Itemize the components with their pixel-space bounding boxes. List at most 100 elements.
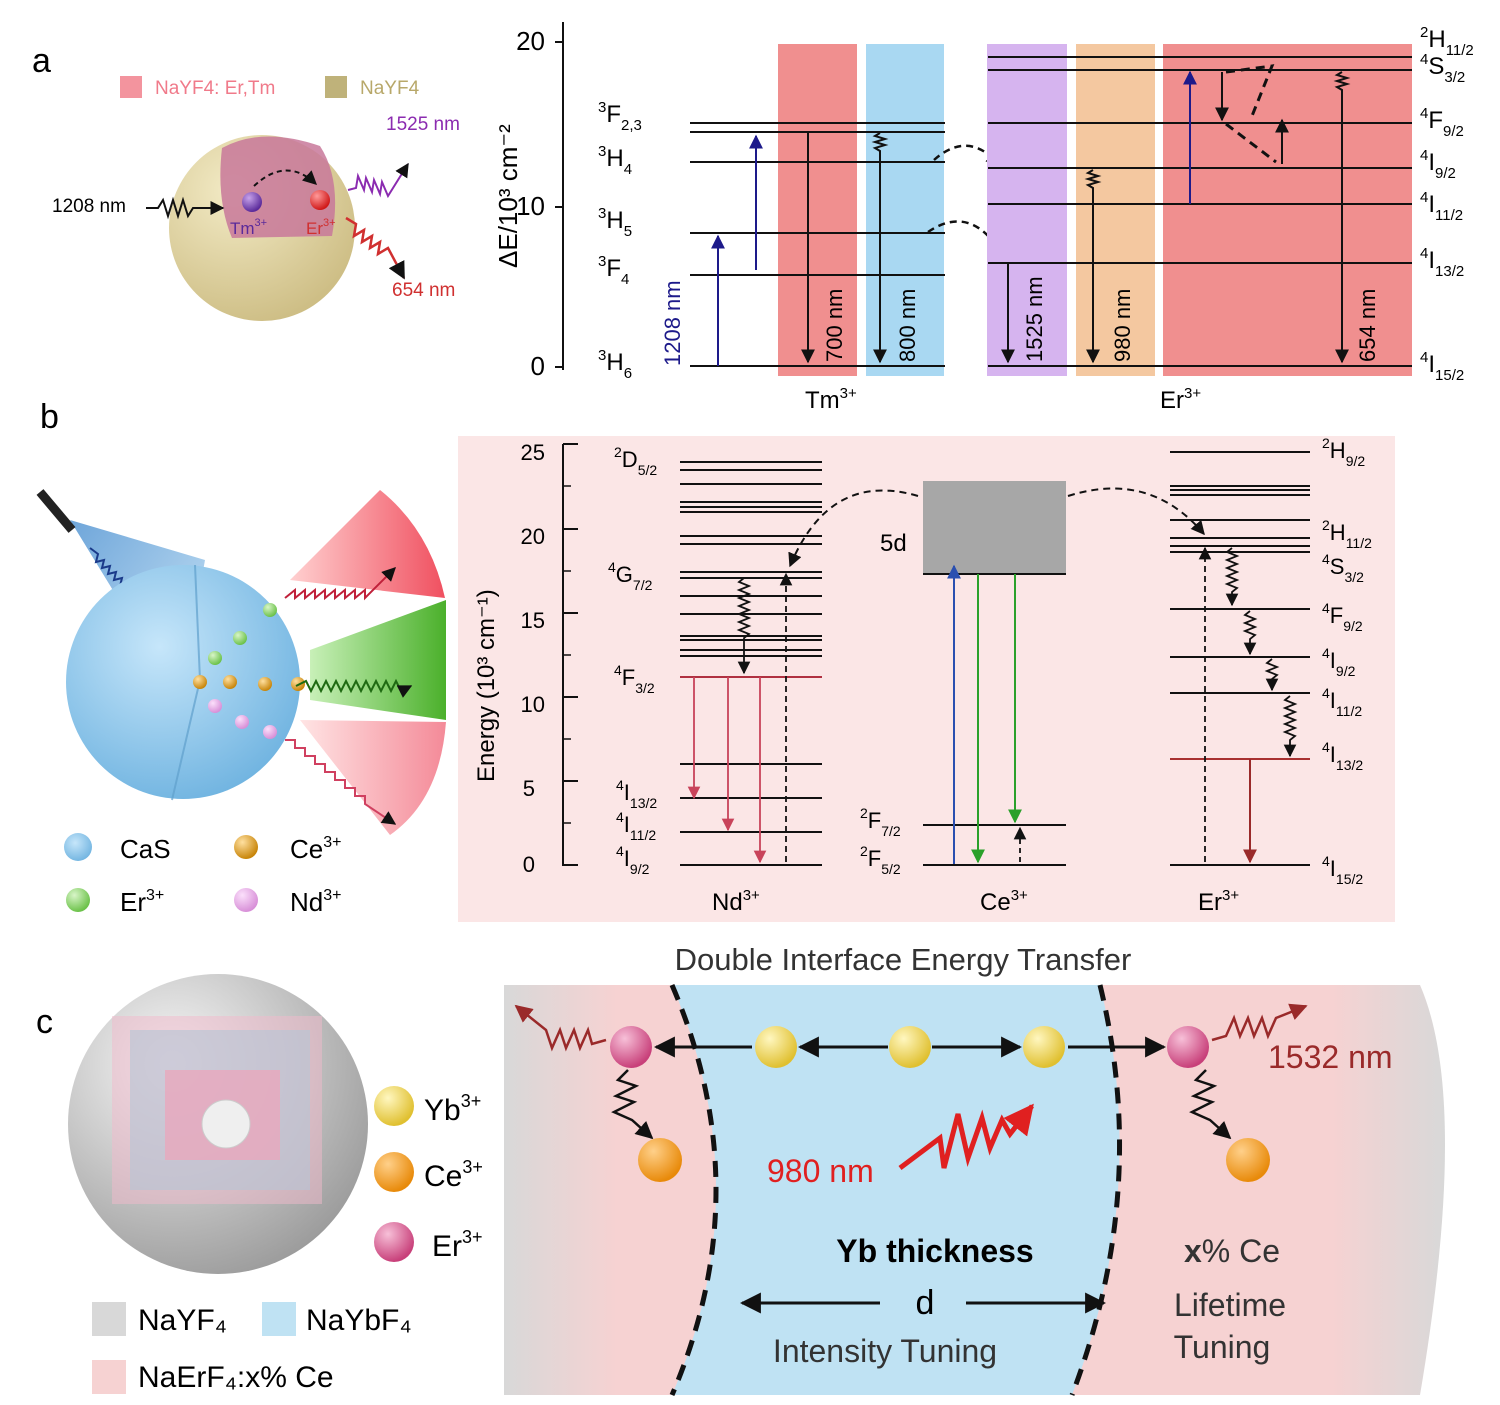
tm-pump-label: 1208 nm xyxy=(660,280,685,366)
tm-emission-800-label: 800 nm xyxy=(895,289,920,362)
cas-sphere xyxy=(66,565,300,799)
legend-ce-label: Ce3+ xyxy=(290,834,342,864)
interface-left xyxy=(669,984,719,1396)
panel-c: c Yb3+ Ce3+ Er3+ NaYF₄ NaYbF₄ NaErF₄:x% … xyxy=(36,942,1445,1396)
red-emission-wave xyxy=(284,567,396,601)
tm-level-3h4: 3H4 xyxy=(598,143,632,178)
tm-level-3f4: 3F4 xyxy=(598,253,629,288)
axis-a-tick-0: 0 xyxy=(531,351,545,381)
er-band-1525 xyxy=(987,44,1067,376)
er-level-4f92: 4F9/2 xyxy=(1420,105,1464,140)
panel-b-letter: b xyxy=(40,398,59,436)
nd-level-4f32: 4F3/2 xyxy=(614,662,655,696)
nd-level-2d52: 2D5/2 xyxy=(614,444,657,478)
tm-band-700 xyxy=(778,44,857,376)
axis-a-label: ΔE/10³ cm⁻² xyxy=(493,124,523,268)
er-ion-label-a: Er3+ xyxy=(1160,385,1201,414)
er-level-labels: 2H11/2 4S3/2 4F9/2 4I9/2 4I11/2 4I13/2 4… xyxy=(1420,24,1474,384)
tm-level-3h5: 3H5 xyxy=(598,205,632,240)
emission-left-wave xyxy=(514,1004,607,1052)
tm-level-3f23: 3F2,3 xyxy=(598,99,642,134)
ion-chain xyxy=(193,603,305,739)
er-b-relax-2 xyxy=(1242,610,1258,656)
chain-ce-left xyxy=(638,1138,682,1182)
legend-label-shell: NaYF4 xyxy=(360,78,420,99)
pink-emission-wave xyxy=(285,739,397,825)
ce-nd-transfer-arc xyxy=(788,489,919,568)
tm-ion-text: Tm3+ xyxy=(230,217,267,238)
tm-level-labels: 3F2,3 3H4 3H5 3F4 3H6 xyxy=(598,99,642,382)
legend-swatch-shell xyxy=(325,76,347,98)
nd-level-4i132: 4I13/2 xyxy=(616,777,657,811)
nd-level-4g72: 4G7/2 xyxy=(608,559,653,593)
tm-emission-700-label: 700 nm xyxy=(822,289,847,362)
panel-b: b CaS Ce3+ xyxy=(36,398,1395,922)
emission-1525-label: 1525 nm xyxy=(386,114,460,135)
er-level-4i152: 4I15/2 xyxy=(1420,349,1464,384)
er-band-980 xyxy=(1076,44,1155,376)
axis-b-tick-15: 15 xyxy=(521,608,545,633)
legend-yb-ball xyxy=(374,1086,414,1126)
ce-percent-label: x% Ce xyxy=(1184,1233,1280,1269)
panel-a-letter: a xyxy=(32,42,51,80)
legend-label-doped: NaYF4: Er,Tm xyxy=(155,78,275,99)
chain-yb-1 xyxy=(755,1026,797,1068)
emission-1525-arrow xyxy=(347,162,409,199)
legend-shell-label: NaYF₄ xyxy=(138,1304,227,1337)
er-cross-dash-2 xyxy=(1225,122,1277,164)
er-b-levels xyxy=(1170,451,1310,866)
legend-yb-layer-label: NaYbF₄ xyxy=(306,1304,412,1337)
ce-5d-label: 5d xyxy=(880,530,907,557)
er-ce-relax-right xyxy=(1189,1069,1232,1140)
legend-nd-label: Nd3+ xyxy=(290,887,342,917)
ce-level-2f72: 2F7/2 xyxy=(860,805,901,839)
tm-level-3h6: 3H6 xyxy=(598,347,632,382)
er-b-level-4i112: 4I11/2 xyxy=(1322,685,1362,719)
axis-b-tick-20: 20 xyxy=(521,524,545,549)
axis-b-tick-0: 0 xyxy=(523,852,535,877)
emission-cone-green xyxy=(310,600,446,720)
er-b-ion-label: Er3+ xyxy=(1198,887,1239,916)
axis-a-tick-20: 20 xyxy=(516,26,545,56)
er-b-level-labels: 2H9/2 2H11/2 4S3/2 4F9/2 4I9/2 4I11/2 4I… xyxy=(1322,435,1372,887)
er-emission-980-arrow xyxy=(1084,169,1102,364)
axis-b-tick-5: 5 xyxy=(523,776,535,801)
chain-er-left xyxy=(610,1026,652,1068)
nd-level-labels: 2D5/2 4G7/2 4F3/2 4I13/2 4I11/2 4I9/2 xyxy=(608,444,657,877)
axis-b-tick-25: 25 xyxy=(521,440,545,465)
ce-ion-label: Ce3+ xyxy=(980,887,1028,916)
emission-1532-label: 1532 nm xyxy=(1268,1039,1393,1075)
emission-654-arrow xyxy=(345,216,406,280)
legend-swatch-doped xyxy=(120,76,142,98)
er-b-level-4i152: 4I15/2 xyxy=(1322,853,1363,887)
legend-er-layer-label: NaErF₄:x% Ce xyxy=(138,1361,334,1394)
nd-level-4i92: 4I9/2 xyxy=(616,843,650,877)
legend-cas-ball xyxy=(64,833,92,861)
axis-b-tick-10: 10 xyxy=(521,692,545,717)
tm-er-transfer-upper xyxy=(933,144,1004,170)
er-level-2h112: 2H11/2 xyxy=(1420,24,1474,59)
er-b-relax-3 xyxy=(1264,658,1280,692)
doped-core-cutaway xyxy=(220,136,336,238)
er-b-level-4i92: 4I9/2 xyxy=(1322,645,1356,679)
legend-yb-label: Yb3+ xyxy=(424,1091,481,1127)
er-ce-relax-left xyxy=(611,1069,654,1140)
er-band-654 xyxy=(1163,44,1412,376)
er-ion-text: Er3+ xyxy=(306,217,336,238)
tm-ion-ball xyxy=(242,192,262,212)
er-b-level-4s32: 4S3/2 xyxy=(1322,551,1364,585)
er-emission-1525-label: 1525 nm xyxy=(1022,276,1047,362)
nd-levels xyxy=(680,461,822,866)
legend-er-label-c: Er3+ xyxy=(432,1227,483,1263)
legend-ce-label-c: Ce3+ xyxy=(424,1157,483,1193)
emission-cone-pink xyxy=(300,720,446,835)
er-level-4i92: 4I9/2 xyxy=(1420,147,1456,182)
er-b-level-4i132: 4I13/2 xyxy=(1322,739,1363,773)
yb-region xyxy=(672,985,1120,1395)
chain-yb-3 xyxy=(1023,1026,1065,1068)
panel-c-letter: c xyxy=(36,1003,53,1041)
er-level-4i132: 4I13/2 xyxy=(1420,245,1464,280)
legend-cas-label: CaS xyxy=(120,834,171,864)
green-emission-wave xyxy=(295,678,413,698)
